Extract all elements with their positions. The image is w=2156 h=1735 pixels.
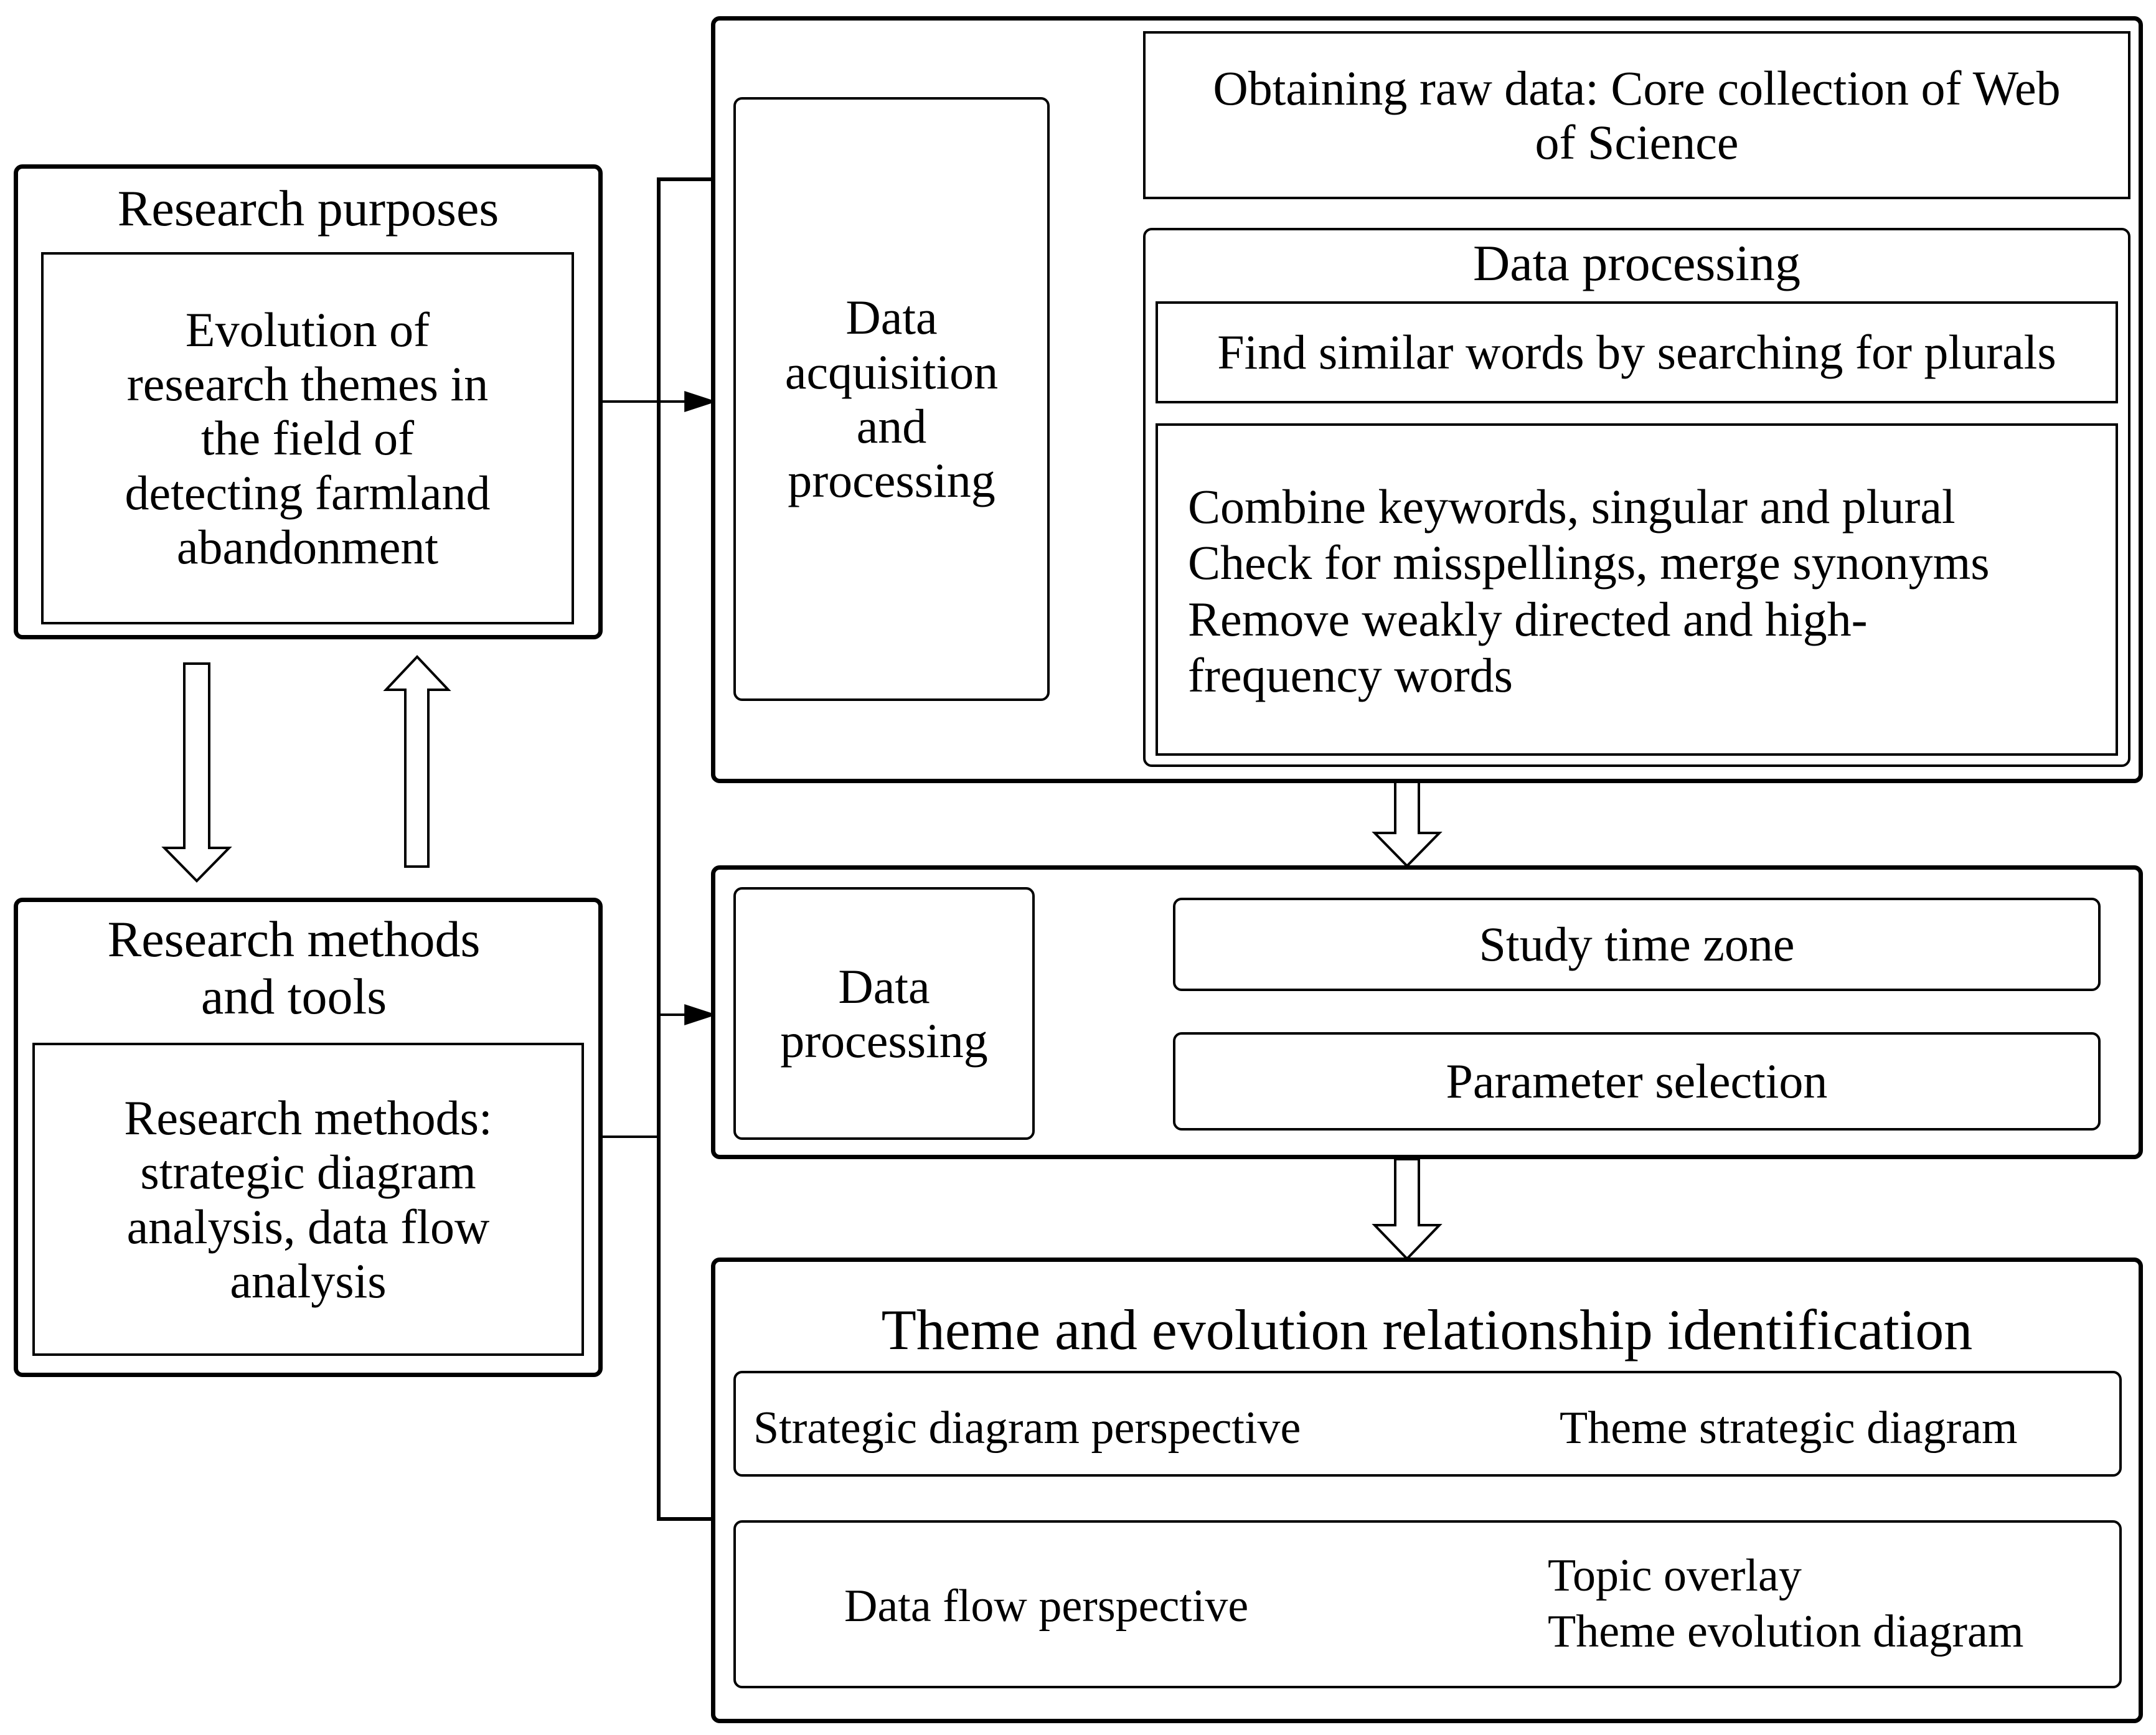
topic-overlay-label: Topic overlay	[1548, 1550, 1802, 1601]
dataflow-outputs: Topic overlay Theme evolution diagram	[1548, 1548, 2023, 1660]
cleaning-step: Check for misspellings, merge synonyms	[1188, 535, 1990, 590]
research-methods-inner-box: Research methods: strategic diagram anal…	[32, 1043, 584, 1356]
hollow-arrow-down-mid2	[1372, 1158, 1443, 1261]
methods-line: analysis, data flow	[126, 1199, 490, 1254]
purposes-line: Evolution of	[185, 302, 430, 357]
acquisition-label-box: Data acquisition and processing	[733, 97, 1050, 701]
data-processing-title: Data processing	[1473, 235, 1801, 291]
raw-data-box: Obtaining raw data: Core collection of W…	[1143, 31, 2130, 199]
processing-label-box: Data processing	[733, 887, 1035, 1140]
dataflow-perspective-box	[733, 1520, 2122, 1688]
purposes-line: abandonment	[176, 520, 439, 575]
methods-line: Research methods:	[124, 1090, 492, 1145]
theme-stage-title: Theme and evolution relationship identif…	[881, 1298, 1973, 1361]
study-time-zone-box: Study time zone	[1173, 898, 2101, 991]
research-methods-title: Research methods and tools	[107, 911, 481, 1025]
cleaning-step: frequency words	[1188, 648, 1513, 703]
hollow-arrow-down-left	[161, 662, 232, 883]
plurals-box: Find similar words by searching for plur…	[1156, 301, 2118, 403]
purposes-line: detecting farmland	[125, 465, 491, 520]
parameter-selection-box: Parameter selection	[1173, 1032, 2101, 1131]
cleaning-steps-box: Combine keywords, singular and plural Ch…	[1156, 423, 2118, 756]
dataflow-perspective-label: Data flow perspective	[844, 1581, 1249, 1632]
methods-line: strategic diagram	[140, 1145, 476, 1200]
hollow-arrow-up-left	[383, 655, 451, 868]
cleaning-step: Combine keywords, singular and plural	[1188, 479, 1956, 534]
cleaning-step: Remove weakly directed and high-	[1188, 591, 1868, 646]
strategic-perspective-label: Strategic diagram perspective	[753, 1403, 1301, 1454]
purposes-line: research themes in	[126, 356, 489, 411]
methods-line: analysis	[230, 1253, 387, 1308]
strategic-perspective-box	[733, 1371, 2122, 1477]
research-purposes-inner-box: Evolution of research themes in the fiel…	[41, 252, 574, 624]
hollow-arrow-down-mid1	[1372, 781, 1443, 868]
theme-strategic-diagram-label: Theme strategic diagram	[1560, 1403, 2018, 1454]
research-purposes-title: Research purposes	[117, 180, 499, 237]
theme-evolution-diagram-label: Theme evolution diagram	[1548, 1606, 2024, 1658]
purposes-line: the field of	[200, 411, 415, 466]
